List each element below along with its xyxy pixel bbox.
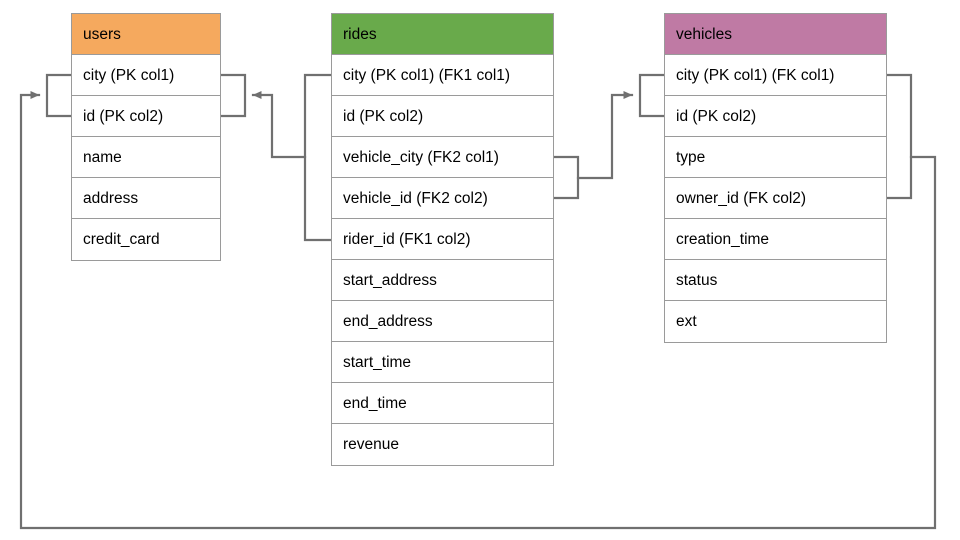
field-rides-revenue[interactable]: revenue xyxy=(343,436,400,453)
field-rides-id[interactable]: id (PK col2) xyxy=(332,96,553,137)
vehicles-to-users-connector xyxy=(19,91,937,530)
field-vehicles-city[interactable]: city (PK col1) (FK col1) xyxy=(665,55,886,96)
field-users-id[interactable]: id (PK col2) xyxy=(72,96,220,137)
field-rides-start-address[interactable]: start_address xyxy=(332,260,553,301)
entity-header-rides: rides xyxy=(332,14,553,55)
entity-table-users[interactable]: users city (PK col1) id (PK col2) name a… xyxy=(71,13,221,261)
field-vehicles-creation-time[interactable]: creation_time xyxy=(665,219,886,260)
vehicles-left-bracket xyxy=(638,73,666,118)
users-right-bracket xyxy=(219,73,247,118)
rides-fk1-left-bracket xyxy=(303,73,333,242)
field-rides-vehicle-id[interactable]: vehicle_id (FK2 col2) xyxy=(332,178,553,219)
entity-table-vehicles[interactable]: vehicles city (PK col1) (FK col1) id (PK… xyxy=(664,13,887,343)
field-vehicles-ext[interactable]: ext xyxy=(676,313,697,330)
field-rides-city[interactable]: city (PK col1) (FK1 col1) xyxy=(332,55,553,96)
field-users-name[interactable]: name xyxy=(72,137,220,178)
users-left-bracket xyxy=(45,73,73,118)
field-vehicles-id[interactable]: id (PK col2) xyxy=(665,96,886,137)
entity-table-rides[interactable]: rides city (PK col1) (FK1 col1) id (PK c… xyxy=(331,13,554,466)
rides-to-users-connector xyxy=(251,91,307,159)
field-vehicles-type[interactable]: type xyxy=(665,137,886,178)
field-vehicles-status[interactable]: status xyxy=(665,260,886,301)
field-vehicles-owner-id[interactable]: owner_id (FK col2) xyxy=(665,178,886,219)
field-users-city[interactable]: city (PK col1) xyxy=(72,55,220,96)
entity-header-users: users xyxy=(72,14,220,55)
rides-to-vehicles-connector xyxy=(576,91,634,180)
vehicles-right-bracket xyxy=(885,73,913,200)
field-rides-end-time[interactable]: end_time xyxy=(332,383,553,424)
field-rides-rider-id[interactable]: rider_id (FK1 col2) xyxy=(332,219,553,260)
field-rides-start-time[interactable]: start_time xyxy=(332,342,553,383)
field-users-address[interactable]: address xyxy=(72,178,220,219)
rides-fk2-right-bracket xyxy=(552,155,580,200)
entity-header-vehicles: vehicles xyxy=(665,14,886,55)
field-rides-vehicle-city[interactable]: vehicle_city (FK2 col1) xyxy=(332,137,553,178)
field-rides-end-address[interactable]: end_address xyxy=(332,301,553,342)
field-users-credit-card[interactable]: credit_card xyxy=(83,231,160,248)
